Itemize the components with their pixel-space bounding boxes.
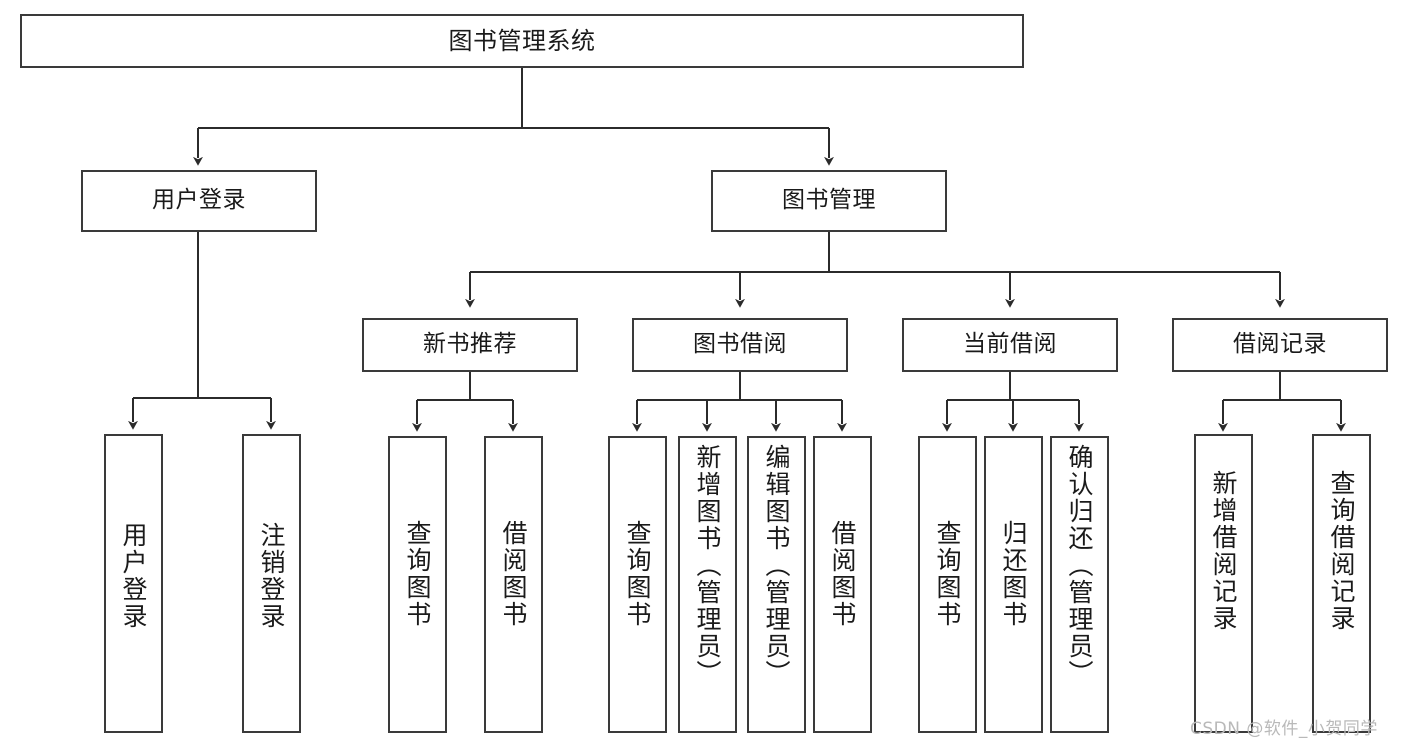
node-current-borrow-label: 当前借阅 bbox=[963, 331, 1057, 358]
node-leaf-borrow-book-1[interactable]: 借阅图书 bbox=[484, 436, 543, 733]
node-leaf-logout-label: 注销登录 bbox=[257, 522, 286, 630]
node-root-label: 图书管理系统 bbox=[448, 26, 596, 55]
node-leaf-user-login-label: 用户登录 bbox=[119, 522, 148, 630]
node-leaf-edit-book[interactable]: 编辑图书（管理员） bbox=[747, 436, 806, 733]
csdn-watermark: CSDN @软件_小贺同学 bbox=[1190, 719, 1378, 739]
node-book-borrow[interactable]: 图书借阅 bbox=[632, 318, 848, 372]
node-leaf-query-book-1-label: 查询图书 bbox=[403, 520, 432, 628]
node-root[interactable]: 图书管理系统 bbox=[20, 14, 1024, 68]
node-new-book-rec-label: 新书推荐 bbox=[423, 331, 517, 358]
node-user-login[interactable]: 用户登录 bbox=[81, 170, 317, 232]
node-new-book-rec[interactable]: 新书推荐 bbox=[362, 318, 578, 372]
node-leaf-borrow-book-2[interactable]: 借阅图书 bbox=[813, 436, 872, 733]
node-leaf-query-record[interactable]: 查询借阅记录 bbox=[1312, 434, 1371, 733]
node-user-login-label: 用户登录 bbox=[152, 187, 246, 214]
node-leaf-query-book-3-label: 查询图书 bbox=[933, 520, 962, 628]
node-borrow-record-label: 借阅记录 bbox=[1233, 331, 1327, 358]
node-leaf-user-login[interactable]: 用户登录 bbox=[104, 434, 163, 733]
node-book-manage[interactable]: 图书管理 bbox=[711, 170, 947, 232]
node-leaf-confirm-return[interactable]: 确认归还（管理员） bbox=[1050, 436, 1109, 733]
node-borrow-record[interactable]: 借阅记录 bbox=[1172, 318, 1388, 372]
node-leaf-query-book-2-label: 查询图书 bbox=[623, 520, 652, 628]
node-leaf-add-book[interactable]: 新增图书（管理员） bbox=[678, 436, 737, 733]
node-leaf-borrow-book-1-label: 借阅图书 bbox=[499, 520, 528, 628]
node-leaf-add-record[interactable]: 新增借阅记录 bbox=[1194, 434, 1253, 733]
node-leaf-borrow-book-2-label: 借阅图书 bbox=[828, 520, 857, 628]
node-leaf-query-book-2[interactable]: 查询图书 bbox=[608, 436, 667, 733]
node-leaf-add-book-label: 新增图书（管理员） bbox=[693, 444, 722, 687]
node-leaf-edit-book-label: 编辑图书（管理员） bbox=[762, 444, 791, 687]
node-leaf-return-book-label: 归还图书 bbox=[999, 520, 1028, 628]
node-leaf-add-record-label: 新增借阅记录 bbox=[1209, 470, 1238, 632]
node-leaf-logout[interactable]: 注销登录 bbox=[242, 434, 301, 733]
node-leaf-query-book-3[interactable]: 查询图书 bbox=[918, 436, 977, 733]
node-book-borrow-label: 图书借阅 bbox=[693, 331, 787, 358]
node-current-borrow[interactable]: 当前借阅 bbox=[902, 318, 1118, 372]
node-leaf-return-book[interactable]: 归还图书 bbox=[984, 436, 1043, 733]
node-book-manage-label: 图书管理 bbox=[782, 187, 876, 214]
node-leaf-query-book-1[interactable]: 查询图书 bbox=[388, 436, 447, 733]
node-leaf-query-record-label: 查询借阅记录 bbox=[1327, 470, 1356, 632]
node-leaf-confirm-return-label: 确认归还（管理员） bbox=[1065, 444, 1094, 687]
